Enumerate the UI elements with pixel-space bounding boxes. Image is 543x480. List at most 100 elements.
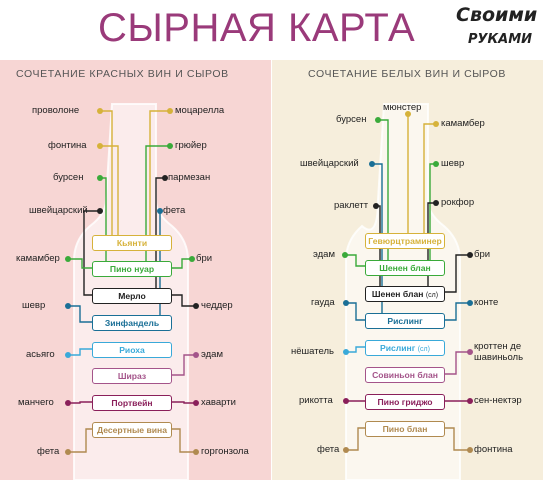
connector-line: [68, 401, 92, 404]
wine-label: Рислинг: [380, 343, 416, 353]
wine-rioja: Риоха: [92, 342, 172, 358]
connector-dot: [405, 111, 411, 117]
wine-gewurztraminer: Гевюрцтраминер: [365, 233, 445, 249]
connector-dot: [65, 303, 71, 309]
connector-line: [83, 210, 100, 296]
connector-line: [170, 294, 196, 307]
connector-dot: [343, 398, 349, 404]
connector-dot: [97, 175, 103, 181]
connector-line: [346, 346, 365, 353]
connector-dot: [342, 252, 348, 258]
connector-line: [68, 305, 92, 323]
connector-dot: [467, 349, 473, 355]
cheese-swiss-w: швейцарский: [300, 158, 359, 169]
connector-dot: [343, 349, 349, 355]
connector-dot: [193, 449, 199, 455]
connector-dot: [65, 449, 71, 455]
cheese-boursin: бурсен: [53, 172, 84, 183]
cheese-mozzarella: моцарелла: [175, 105, 225, 116]
connector-line: [100, 145, 119, 242]
cheese-feta-w: фета: [317, 444, 340, 455]
cheese-havarti: хаварти: [201, 397, 236, 408]
cheese-manchego: манчего: [18, 397, 54, 408]
connector-dot: [97, 108, 103, 114]
wine-port: Портвейн: [92, 395, 172, 411]
wine-shiraz: Шираз: [92, 368, 172, 384]
connector-line: [170, 428, 196, 453]
cheese-gorgonzola: горгонзола: [201, 446, 249, 457]
white-section-title: СОЧЕТАНИЕ БЕЛЫХ ВИН И СЫРОВ: [308, 68, 506, 80]
red-section-title: СОЧЕТАНИЕ КРАСНЫХ ВИН И СЫРОВ: [16, 68, 229, 80]
sweet-suffix: (сл): [417, 346, 430, 353]
connector-dot: [369, 161, 375, 167]
cheese-gouda: гауда: [311, 297, 335, 308]
connector-line: [346, 302, 365, 321]
cheese-chevre: шевр: [22, 300, 46, 311]
connector-dot: [189, 256, 195, 262]
wine-zinfandel: Зинфандель: [92, 315, 172, 331]
cheese-swiss: швейцарский: [29, 205, 88, 216]
connector-dot: [433, 200, 439, 206]
connector-dot: [373, 203, 379, 209]
connector-dot: [343, 300, 349, 306]
cheese-neufchatel: нёшатель: [291, 346, 334, 357]
logo: Своими РУКАМИ: [452, 4, 538, 54]
wine-dessert: Десертные вина: [92, 422, 172, 438]
connector-line: [68, 348, 92, 356]
connector-dot: [467, 252, 473, 258]
cheese-boursin-w: бурсен: [336, 114, 367, 125]
wine-pinot-grigio: Пино гриджо: [365, 394, 445, 410]
wine-riesling: Рислинг: [365, 313, 445, 329]
cheese-munster: мюнстер: [383, 102, 422, 113]
cheese-feta-left: фета: [37, 446, 60, 457]
connector-dot: [193, 352, 199, 358]
connector-dot: [97, 143, 103, 149]
connector-line: [423, 123, 436, 240]
connector-line: [443, 254, 470, 293]
cheese-edam-w: эдам: [313, 249, 335, 260]
cheese-asiago: асьяго: [26, 349, 55, 360]
cheese-parmesan: пармезан: [168, 172, 211, 183]
cheese-gruyere: грюйер: [175, 140, 207, 151]
connector-dot: [65, 256, 71, 262]
cheese-saint-nectaire: сен-нектэр: [474, 395, 522, 406]
connector-dot: [167, 143, 173, 149]
connector-dot: [157, 208, 163, 214]
logo-line-2: РУКАМИ: [468, 32, 533, 47]
cheese-feta-right: фета: [163, 205, 186, 216]
connector-dot: [193, 303, 199, 309]
cheese-crottin-line1: кроттен де: [474, 341, 522, 352]
wine-chianti: Кьянти: [92, 235, 172, 251]
connector-dot: [375, 117, 381, 123]
cheese-brie-w: бри: [474, 249, 491, 260]
connector-line: [443, 302, 470, 321]
connector-line: [68, 258, 92, 269]
wine-label: Шенен блан: [371, 289, 424, 299]
connector-dot: [65, 352, 71, 358]
cheese-chevre-w: шевр: [441, 158, 465, 169]
connector-line: [346, 427, 365, 451]
connector-dot: [467, 398, 473, 404]
cheese-camembert-w: камамбер: [441, 118, 485, 129]
connector-dot: [97, 208, 103, 214]
wine-merlot: Мерло: [92, 288, 172, 304]
connector-dot: [433, 161, 439, 167]
wine-riesling-sweet: Рислинг (сл): [365, 340, 445, 356]
cheese-raclette: раклетт: [334, 200, 369, 211]
cheese-brie: бри: [196, 253, 213, 264]
connector-dot: [65, 400, 71, 406]
connector-line: [443, 351, 470, 375]
wine-pinot-blanc: Пино блан: [365, 421, 445, 437]
cheese-provolone: проволоне: [32, 105, 80, 116]
connector-dot: [467, 300, 473, 306]
cheese-edam: эдам: [201, 349, 223, 360]
connector-line: [68, 428, 92, 453]
cheese-ricotta: рикотта: [299, 395, 333, 406]
connector-line: [170, 258, 192, 269]
connector-line: [443, 427, 470, 451]
wine-chenin-blanc: Шенен блан: [365, 260, 445, 276]
connector-dot: [343, 447, 349, 453]
connector-dot: [162, 175, 168, 181]
